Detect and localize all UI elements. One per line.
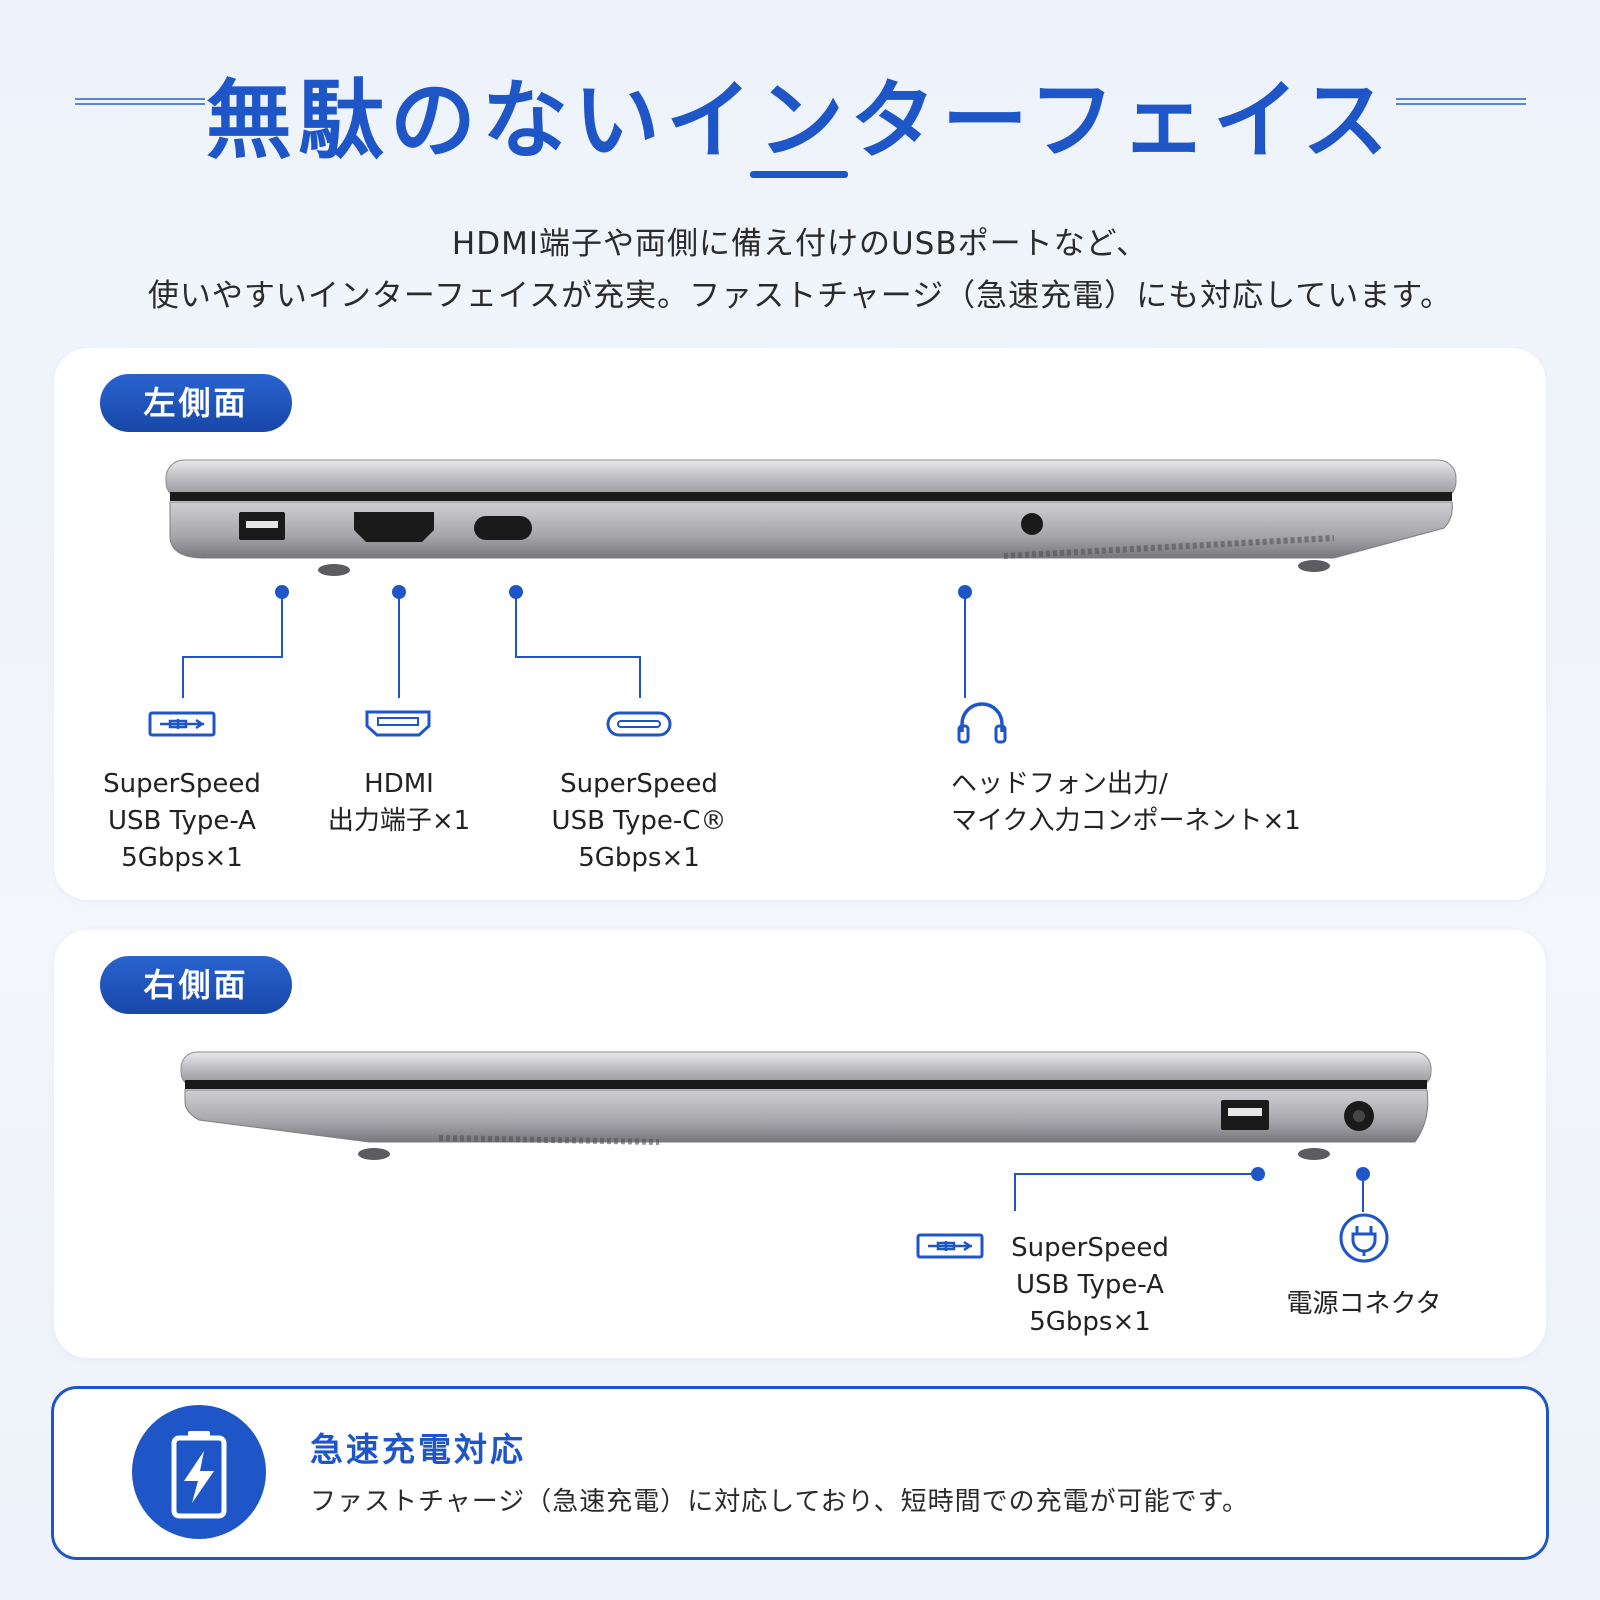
fast-charge-description: ファストチャージ（急速充電）に対応しており、短時間での充電が可能です。 — [310, 1487, 1250, 1517]
leader-line-right-usb-a-v — [1014, 1173, 1016, 1211]
title-decoration-left — [75, 98, 205, 105]
leader-dot-hdmi — [392, 585, 406, 599]
leader-dot-right-usb-a — [1251, 1167, 1265, 1181]
left-side-label: 左側面 — [100, 374, 292, 432]
leader-dot-usb-c — [509, 585, 523, 599]
fast-charge-title: 急速充電対応 — [310, 1430, 526, 1469]
port-label-usb-a: SuperSpeed USB Type-A 5Gbps×1 — [103, 769, 261, 873]
leader-line-usb-c-h — [515, 656, 641, 658]
leader-dot-power — [1356, 1167, 1370, 1181]
port-label-headphone: ヘッドフォン出力/ マイク入力コンポーネント×1 — [951, 769, 1301, 836]
leader-line-usb-a-v — [182, 656, 184, 698]
usb-type-a-icon — [916, 1233, 984, 1259]
leader-line-right-usb-a-h — [1014, 1173, 1254, 1175]
laptop-right-side-image — [180, 1051, 1432, 1160]
port-label-hdmi: HDMI 出力端子×1 — [327, 769, 471, 836]
leader-dot-headphone — [958, 585, 972, 599]
port-label-right-usb-a: SuperSpeed USB Type-A 5Gbps×1 — [1011, 1233, 1169, 1337]
page-title: 無駄のないインターフェイス — [205, 71, 1395, 171]
hdmi-icon — [365, 710, 431, 737]
title-underline — [750, 171, 848, 178]
leader-line-usb-c — [515, 598, 517, 656]
leader-line-hdmi — [398, 598, 400, 698]
leader-line-usb-a — [281, 598, 283, 656]
right-side-card: 右側面 SuperSpeed USB Typ — [54, 930, 1546, 1358]
title-decoration-right — [1396, 98, 1526, 105]
usb-type-c-icon — [606, 711, 672, 737]
leader-line-headphone — [964, 598, 966, 698]
leader-line-usb-c-v — [639, 656, 641, 698]
battery-charging-icon — [132, 1405, 266, 1539]
port-label-usb-c: SuperSpeed USB Type-C® 5Gbps×1 — [551, 769, 727, 873]
laptop-left-side-image — [165, 459, 1457, 576]
page-header: 無駄のないインターフェイス — [0, 40, 1600, 200]
leader-line-power — [1362, 1180, 1364, 1212]
leader-line-usb-a-h — [182, 656, 283, 658]
lead-text-line1: HDMI端子や両側に備え付けのUSBポートなど、 — [451, 226, 1149, 262]
headphone-icon — [957, 702, 1007, 744]
right-side-label: 右側面 — [100, 956, 292, 1014]
usb-type-a-icon — [148, 711, 216, 737]
fast-charge-card: 急速充電対応 ファストチャージ（急速充電）に対応しており、短時間での充電が可能で… — [51, 1386, 1549, 1560]
lead-text-line2: 使いやすいインターフェイスが充実。ファストチャージ（急速充電）にも対応しています… — [147, 278, 1453, 314]
leader-dot-usb-a — [275, 585, 289, 599]
port-label-power: 電源コネクタ — [1286, 1289, 1442, 1319]
power-plug-icon — [1339, 1213, 1389, 1263]
left-side-card: 左側面 — [54, 348, 1546, 900]
